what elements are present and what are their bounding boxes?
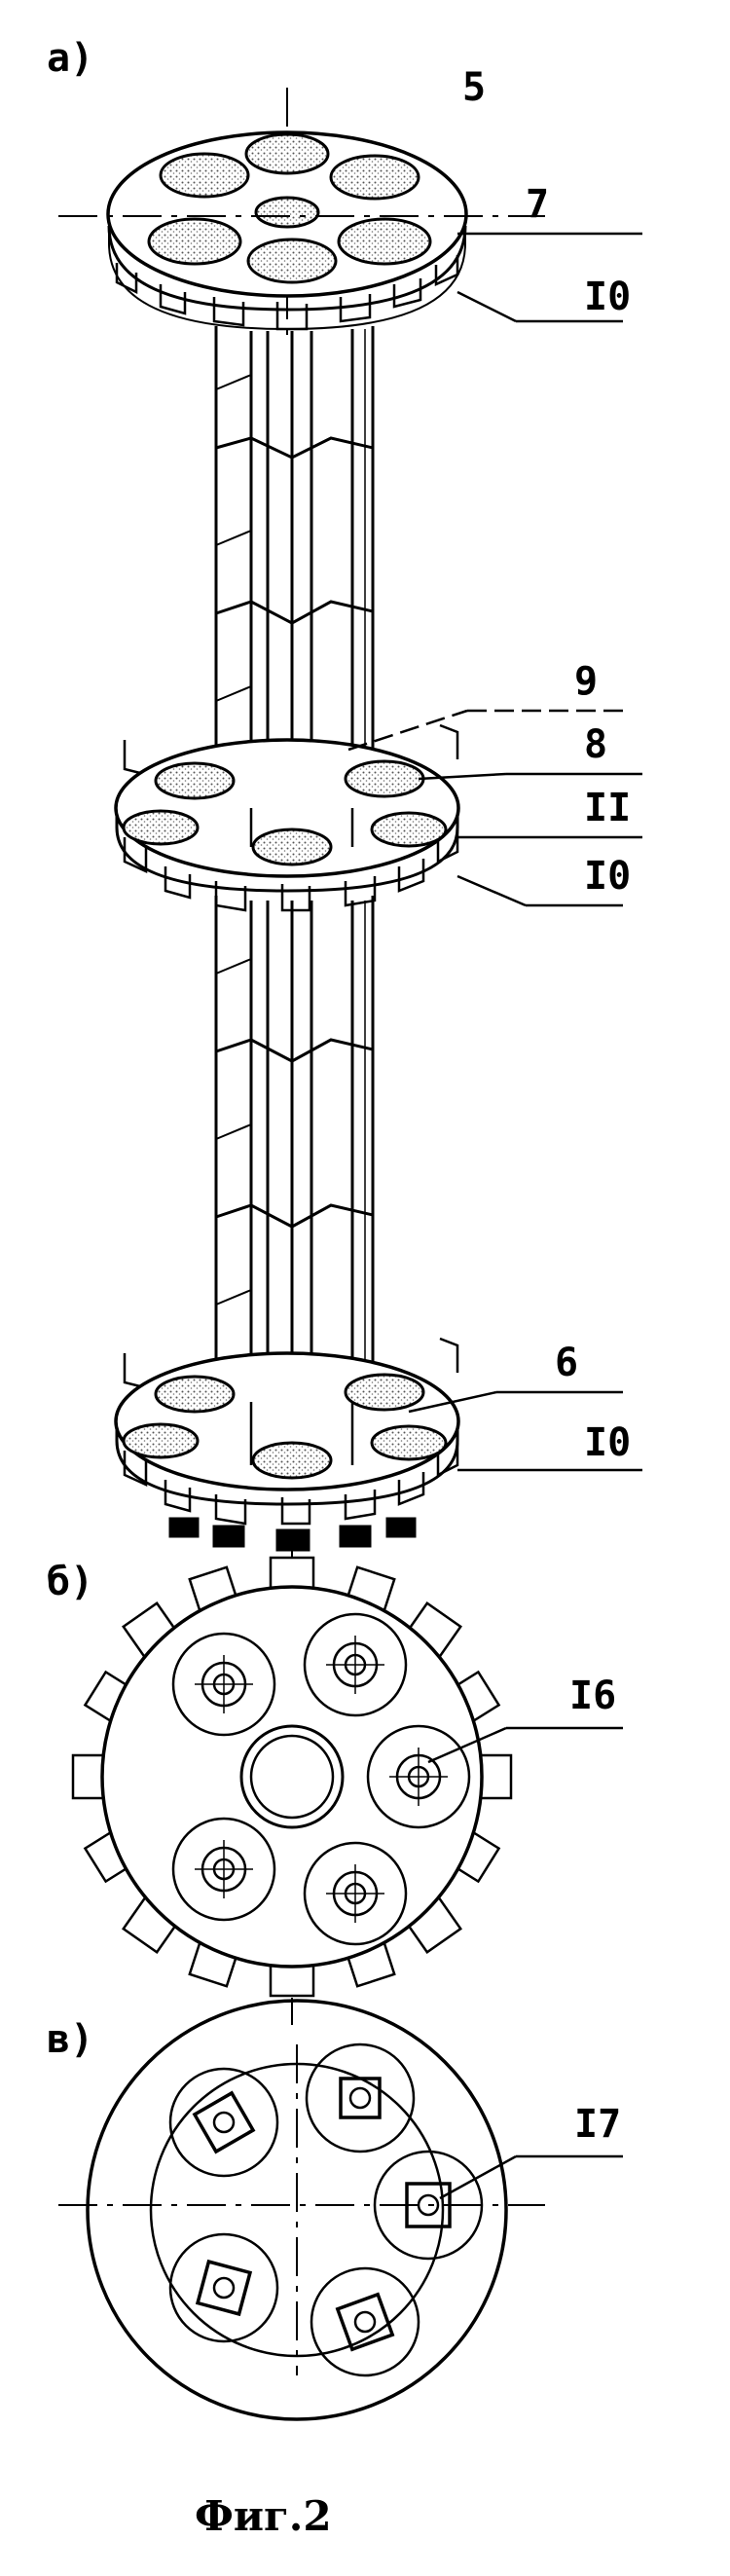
view-b-cells xyxy=(171,1612,471,1946)
top-plate xyxy=(58,130,545,331)
view-b-label: б) xyxy=(47,1560,94,1604)
callout-6: 6 xyxy=(555,1341,579,1385)
callout-10-bottom: I0 xyxy=(584,1420,632,1465)
bottom-plate xyxy=(114,1337,460,1552)
figure-caption: Фиг.2 xyxy=(195,2492,332,2540)
upper-column xyxy=(214,326,375,808)
callout-5: 5 xyxy=(462,65,487,110)
view-a-leaders xyxy=(347,232,642,1472)
callout-8: 8 xyxy=(584,722,608,767)
view-a-assembly xyxy=(58,88,642,1552)
callout-9: 9 xyxy=(574,659,599,704)
view-c-label: в) xyxy=(47,2017,94,2062)
callout-17: I7 xyxy=(574,2102,622,2147)
callout-10-top: I0 xyxy=(584,275,632,319)
callout-16: I6 xyxy=(569,1674,617,1718)
callout-11: II xyxy=(584,786,632,830)
view-c-cells xyxy=(168,2042,484,2377)
view-b-plan xyxy=(71,1548,623,2025)
view-c-plan xyxy=(58,1999,623,2421)
view-a-label: а) xyxy=(47,36,94,81)
callout-10-middle: I0 xyxy=(584,854,632,899)
callout-7: 7 xyxy=(526,182,550,227)
middle-plate xyxy=(114,723,460,912)
